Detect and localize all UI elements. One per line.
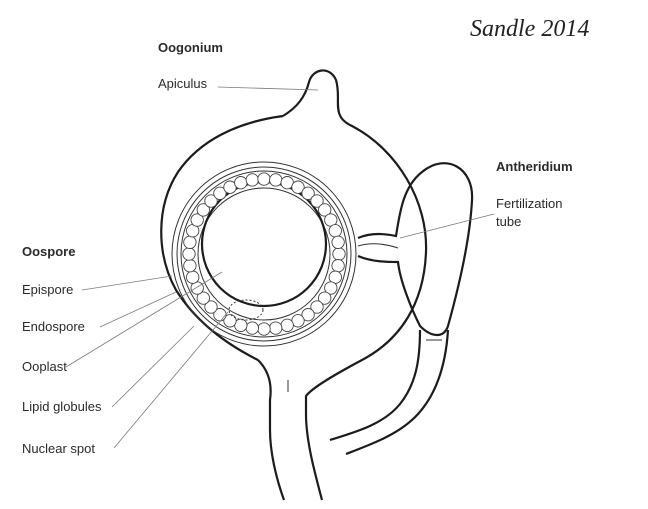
label-apiculus: Apiculus [158,76,208,91]
lipid-globule [184,260,196,272]
leader-lipid-globules [112,326,194,407]
lipid-globule [258,323,270,335]
label-nuclear-spot: Nuclear spot [22,441,95,456]
leader-epispore [82,276,172,290]
label-fertilization-tube-1: Fertilization [496,196,562,211]
lipid-globule [184,236,196,248]
lipid-globule [281,319,293,331]
citation: Sandle 2014 [470,16,589,42]
lipid-globule [333,248,345,260]
lipid-globule [187,271,199,283]
lipid-globule [332,236,344,248]
lipid-globule [270,174,282,186]
endospore-ring-inner [181,171,347,337]
lipid-globule [235,177,247,189]
lipid-globule [270,322,282,334]
leader-apiculus [218,87,318,90]
label-epispore: Epispore [22,282,73,297]
lipid-globule [246,322,258,334]
leader-fertilization-tube [400,214,494,238]
leader-endospore [100,292,176,327]
lipid-globules [183,173,345,335]
ooplast-vacuole-ring [198,188,330,320]
label-ooplast: Ooplast [22,359,67,374]
heading-antheridium: Antheridium [496,159,573,174]
antheridium [358,163,472,335]
label-lipid-globules: Lipid globules [22,399,102,414]
heading-oospore: Oospore [22,244,75,259]
label-endospore: Endospore [22,319,85,334]
label-fertilization-tube-2: tube [496,214,521,229]
fertilization-tube [358,244,398,248]
heading-oogonium: Oogonium [158,40,223,55]
lipid-globule [246,174,258,186]
lipid-globule [329,225,341,237]
leader-nuclear-spot [114,312,228,448]
antheridial-hypha [330,330,448,454]
lipid-globule [183,248,195,260]
lipid-globule [332,260,344,272]
lipid-globule [258,173,270,185]
ooplast [202,182,326,306]
